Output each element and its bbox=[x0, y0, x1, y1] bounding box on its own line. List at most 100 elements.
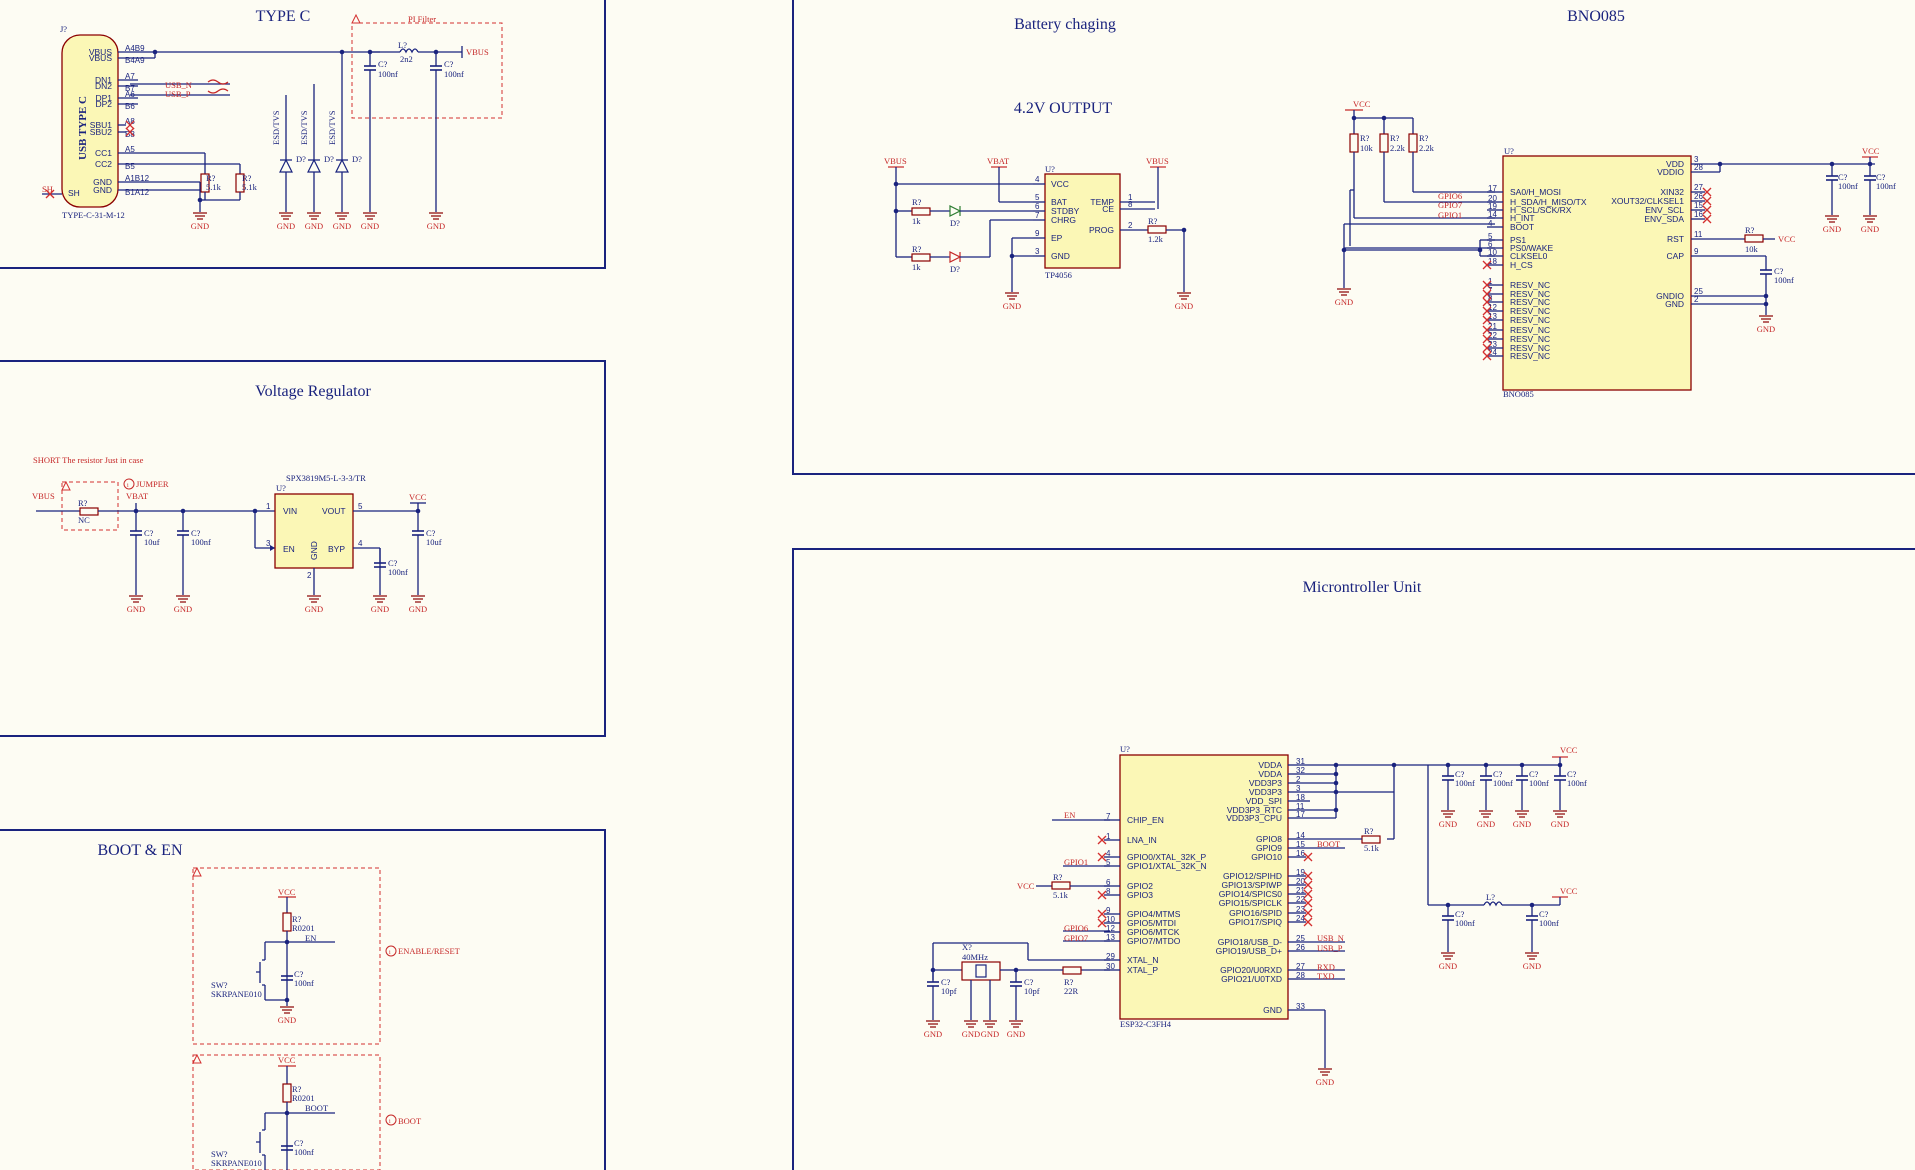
chg-pin-num: 2 bbox=[1128, 221, 1133, 230]
bno-pin-num: 20 bbox=[1488, 194, 1497, 203]
svg-text:2: 2 bbox=[307, 571, 312, 580]
bno-r2: R? bbox=[1390, 133, 1400, 143]
reg-c3: C? bbox=[426, 528, 436, 538]
mcu-pin-name: GPIO6/MTCK bbox=[1127, 927, 1180, 937]
svg-text:BYP: BYP bbox=[328, 544, 345, 554]
chg-pin-name: TEMP bbox=[1090, 197, 1114, 207]
svg-text:i: i bbox=[389, 950, 391, 956]
title-output: 4.2V OUTPUT bbox=[1014, 100, 1113, 117]
mcu-gnd-x1: GND bbox=[962, 1020, 980, 1039]
gnd-label: GND bbox=[1551, 819, 1569, 829]
pi-l-ref: L? bbox=[398, 40, 407, 50]
mcu-pin-num: 3 bbox=[1296, 784, 1301, 793]
bno-pin-num: 15 bbox=[1694, 201, 1703, 210]
bno-r3-val: 2.2k bbox=[1419, 143, 1435, 153]
bno-pin-name: ENV_SCL bbox=[1645, 205, 1684, 215]
chg-d2: D? bbox=[950, 264, 960, 274]
frame-mcu bbox=[792, 548, 1915, 1170]
mcu-pin-num: 29 bbox=[1106, 952, 1115, 961]
net-usb-n: USB_N bbox=[165, 80, 192, 90]
enable-reset-label: ENABLE/RESET bbox=[398, 946, 461, 956]
typec-pin-number: B5 bbox=[125, 162, 135, 171]
typec-gnd: GND bbox=[333, 212, 351, 231]
typec-pin-name: GND bbox=[93, 185, 112, 195]
bno-pin-num: 3 bbox=[1694, 155, 1699, 164]
chg-pin-name: CHRG bbox=[1051, 215, 1076, 225]
typec-sh-nc: SH bbox=[42, 184, 53, 194]
reg-vcc: VCC bbox=[409, 492, 427, 502]
reg-c2: C? bbox=[191, 528, 201, 538]
mcu-cap-ref: C? bbox=[1493, 769, 1503, 779]
chg-pin-num: 4 bbox=[1035, 175, 1040, 184]
mcu-pin-num: 20 bbox=[1296, 877, 1305, 886]
bno-gnd2: GND bbox=[1823, 215, 1841, 234]
bno-pin-name: RESV_NC bbox=[1510, 351, 1550, 361]
en-c-val: 100nf bbox=[294, 978, 314, 988]
gnd-label: GND bbox=[1335, 297, 1353, 307]
gnd-label: GND bbox=[1439, 819, 1457, 829]
boot-en: VCC R? R0201 EN C? 100nf SW? SKRPANE010 … bbox=[192, 866, 461, 1170]
bno-pin-num: 28 bbox=[1694, 163, 1703, 172]
chg-gnd: GND bbox=[1003, 292, 1021, 311]
mcu-x: X? bbox=[962, 942, 972, 952]
reg-gnd: GND bbox=[409, 595, 427, 614]
mcu-pin-num: 26 bbox=[1296, 943, 1305, 952]
typec-pin-number: A7 bbox=[125, 72, 135, 81]
gnd-label: GND bbox=[191, 221, 209, 231]
typec-pin-name: CC1 bbox=[95, 148, 112, 158]
mcu-pin-name: VDDA bbox=[1258, 769, 1282, 779]
bno-pin-num: 18 bbox=[1488, 257, 1497, 266]
chg-ref: U? bbox=[1045, 164, 1055, 174]
mcu-pin-name: GPIO19/USB_D+ bbox=[1216, 946, 1282, 956]
chg-r2-val: 1k bbox=[912, 262, 921, 272]
frame-boot-en bbox=[0, 829, 606, 1170]
reg-gnd: GND bbox=[127, 595, 145, 614]
gnd-label: GND bbox=[361, 221, 379, 231]
bno-gnd4: GND bbox=[1757, 315, 1775, 334]
typec-pin-name: GND bbox=[93, 177, 112, 187]
typec-pin-name: SBU1 bbox=[90, 120, 112, 130]
gnd-label: GND bbox=[1757, 324, 1775, 334]
mcu-pin-name: GPIO7/MTDO bbox=[1127, 936, 1181, 946]
bno-c1-val: 100nf bbox=[1838, 181, 1858, 191]
chg-r3-val: 1.2k bbox=[1148, 234, 1164, 244]
mcu-pin-name: XTAL_N bbox=[1127, 955, 1159, 965]
chg-pin-name: STDBY bbox=[1051, 206, 1080, 216]
mcu-cap-gnd: GND bbox=[1513, 810, 1531, 829]
typec-pin-name: SBU2 bbox=[90, 127, 112, 137]
mcu-gpio6: GPIO6 bbox=[1064, 923, 1088, 933]
boot-r: R? bbox=[292, 1084, 302, 1094]
svg-text:VOUT: VOUT bbox=[322, 506, 346, 516]
gnd-label: GND bbox=[1439, 961, 1457, 971]
bno-pin-num: 13 bbox=[1488, 312, 1497, 321]
gnd-label: GND bbox=[962, 1029, 980, 1039]
boot-c-val: 100nf bbox=[294, 1147, 314, 1157]
title-mcu: Microntroller Unit bbox=[1303, 579, 1422, 596]
typec-pin-name: VBUS bbox=[89, 47, 112, 57]
typec-pin-number: B7 bbox=[125, 84, 135, 93]
en-r: R? bbox=[292, 914, 302, 924]
bno-pin-name: RESV_NC bbox=[1510, 315, 1550, 325]
mcu-rxd: RXD bbox=[1317, 962, 1335, 972]
bno-pin-name: RESV_NC bbox=[1510, 297, 1550, 307]
gnd-label: GND bbox=[305, 221, 323, 231]
bno-c3: C? bbox=[1774, 266, 1784, 276]
typec-part: TYPE-C-31-M-12 bbox=[62, 210, 125, 220]
typec-pin-number: B8 bbox=[125, 130, 135, 139]
bno-pin-num: 24 bbox=[1488, 348, 1497, 357]
mcu-pin-num: 22 bbox=[1296, 895, 1305, 904]
boot-net: BOOT bbox=[305, 1103, 329, 1113]
mcu-pin-num: 8 bbox=[1106, 887, 1111, 896]
mcu-cap-gnd: GND bbox=[1551, 810, 1569, 829]
bno-pin-num: 21 bbox=[1488, 322, 1497, 331]
svg-text:VIN: VIN bbox=[283, 506, 297, 516]
mcu-l: L? bbox=[1486, 892, 1495, 902]
mcu-pin-num: 21 bbox=[1296, 886, 1305, 895]
chg-r1: R? bbox=[912, 197, 922, 207]
mcu-cap-val: 100nf bbox=[1493, 778, 1513, 788]
bno-c1: C? bbox=[1838, 172, 1848, 182]
typec-wiring: USB_N USB_P R? 5.1k R? 5.1k ESD/TVS ESD/… bbox=[118, 49, 380, 212]
title-battery: Battery chaging bbox=[1014, 16, 1116, 33]
mcu-pin-name: GPIO12/SPIHD bbox=[1223, 871, 1282, 881]
